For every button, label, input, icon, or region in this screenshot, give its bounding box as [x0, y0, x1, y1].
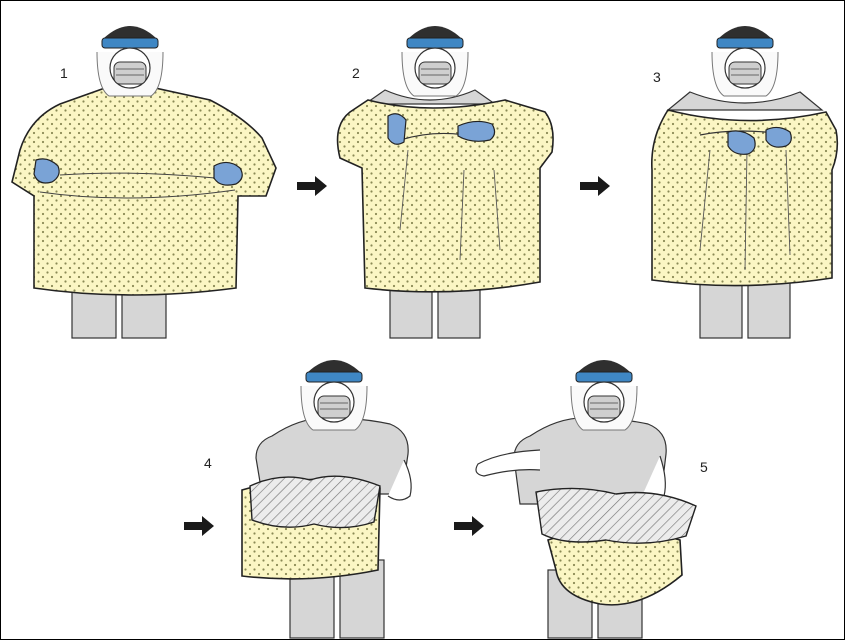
- figure-step-1: [12, 26, 276, 338]
- figure-step-3: [652, 26, 838, 338]
- gown-contaminated-side: [250, 476, 380, 527]
- figure-step-5: [476, 360, 696, 638]
- arrow-icon: [297, 176, 327, 196]
- scrub-pants: [72, 290, 166, 338]
- step-number-5: 5: [700, 459, 708, 475]
- arrow-icon: [184, 516, 214, 536]
- head-with-face-shield: [712, 26, 778, 96]
- step-number-4: 4: [204, 455, 212, 471]
- right-glove: [458, 121, 495, 141]
- scrub-pants: [390, 290, 480, 338]
- step-number-2: 2: [352, 65, 360, 81]
- head-with-face-shield: [571, 360, 637, 430]
- gown-contaminated-side: [536, 488, 696, 543]
- left-glove: [388, 114, 406, 145]
- arrow-icon: [580, 176, 610, 196]
- right-glove: [214, 162, 242, 185]
- head-with-face-shield: [301, 360, 367, 430]
- step-number-3: 3: [653, 69, 661, 85]
- head-with-face-shield: [97, 26, 163, 96]
- scrub-pants: [700, 282, 790, 338]
- gown: [12, 88, 276, 295]
- gown: [338, 100, 554, 292]
- arrow-icon: [454, 516, 484, 536]
- step-number-1: 1: [60, 65, 68, 81]
- figure-step-4: [242, 360, 411, 638]
- right-glove: [766, 127, 791, 147]
- figure-step-2: [338, 26, 554, 338]
- head-with-face-shield: [402, 26, 468, 96]
